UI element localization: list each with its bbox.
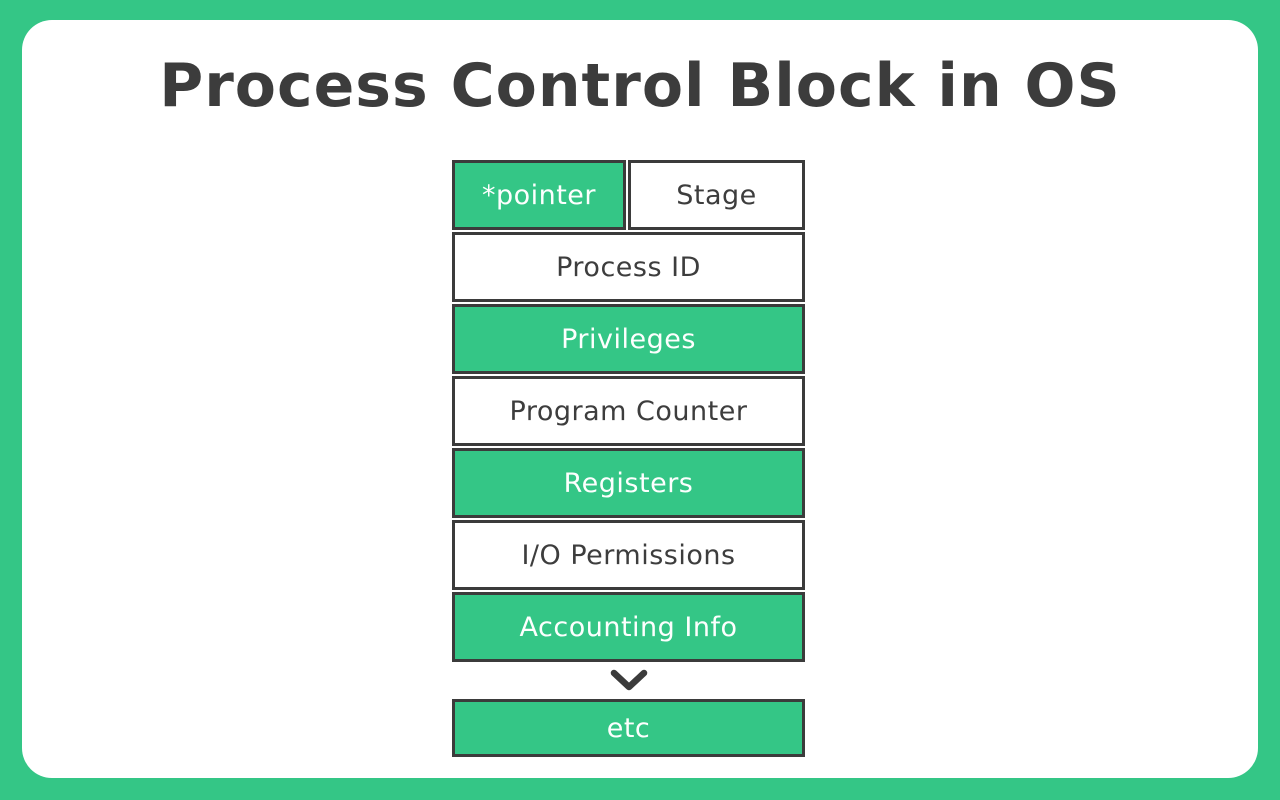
pcb-row-pointer-stage: *pointer Stage [452, 160, 805, 230]
pcb-cell-stage: Stage [628, 160, 805, 230]
pcb-row-io-permissions-label: I/O Permissions [521, 539, 736, 571]
pcb-row-registers: Registers [452, 448, 805, 518]
pcb-row-registers-label: Registers [563, 467, 694, 499]
chevron-down-icon [609, 668, 649, 696]
pcb-cell-stage-label: Stage [676, 179, 757, 211]
pcb-row-privileges: Privileges [452, 304, 805, 374]
pcb-cell-pointer-label: *pointer [481, 179, 597, 211]
pcb-row-process-id-label: Process ID [556, 251, 701, 283]
arrow-zone [452, 664, 805, 699]
pcb-row-etc-label: etc [606, 712, 651, 744]
pcb-row-program-counter: Program Counter [452, 376, 805, 446]
pcb-row-program-counter-label: Program Counter [509, 395, 748, 427]
pcb-row-etc: etc [452, 699, 805, 757]
content-card: Process Control Block in OS *pointer Sta… [22, 20, 1258, 778]
pcb-row-accounting-info: Accounting Info [452, 592, 805, 662]
pcb-diagram: *pointer Stage Process ID Privileges Pro… [452, 160, 805, 757]
pcb-row-accounting-info-label: Accounting Info [519, 611, 738, 643]
pcb-row-privileges-label: Privileges [561, 323, 696, 355]
page-title: Process Control Block in OS [159, 51, 1121, 121]
pcb-cell-pointer: *pointer [452, 160, 626, 230]
pcb-row-process-id: Process ID [452, 232, 805, 302]
pcb-row-io-permissions: I/O Permissions [452, 520, 805, 590]
